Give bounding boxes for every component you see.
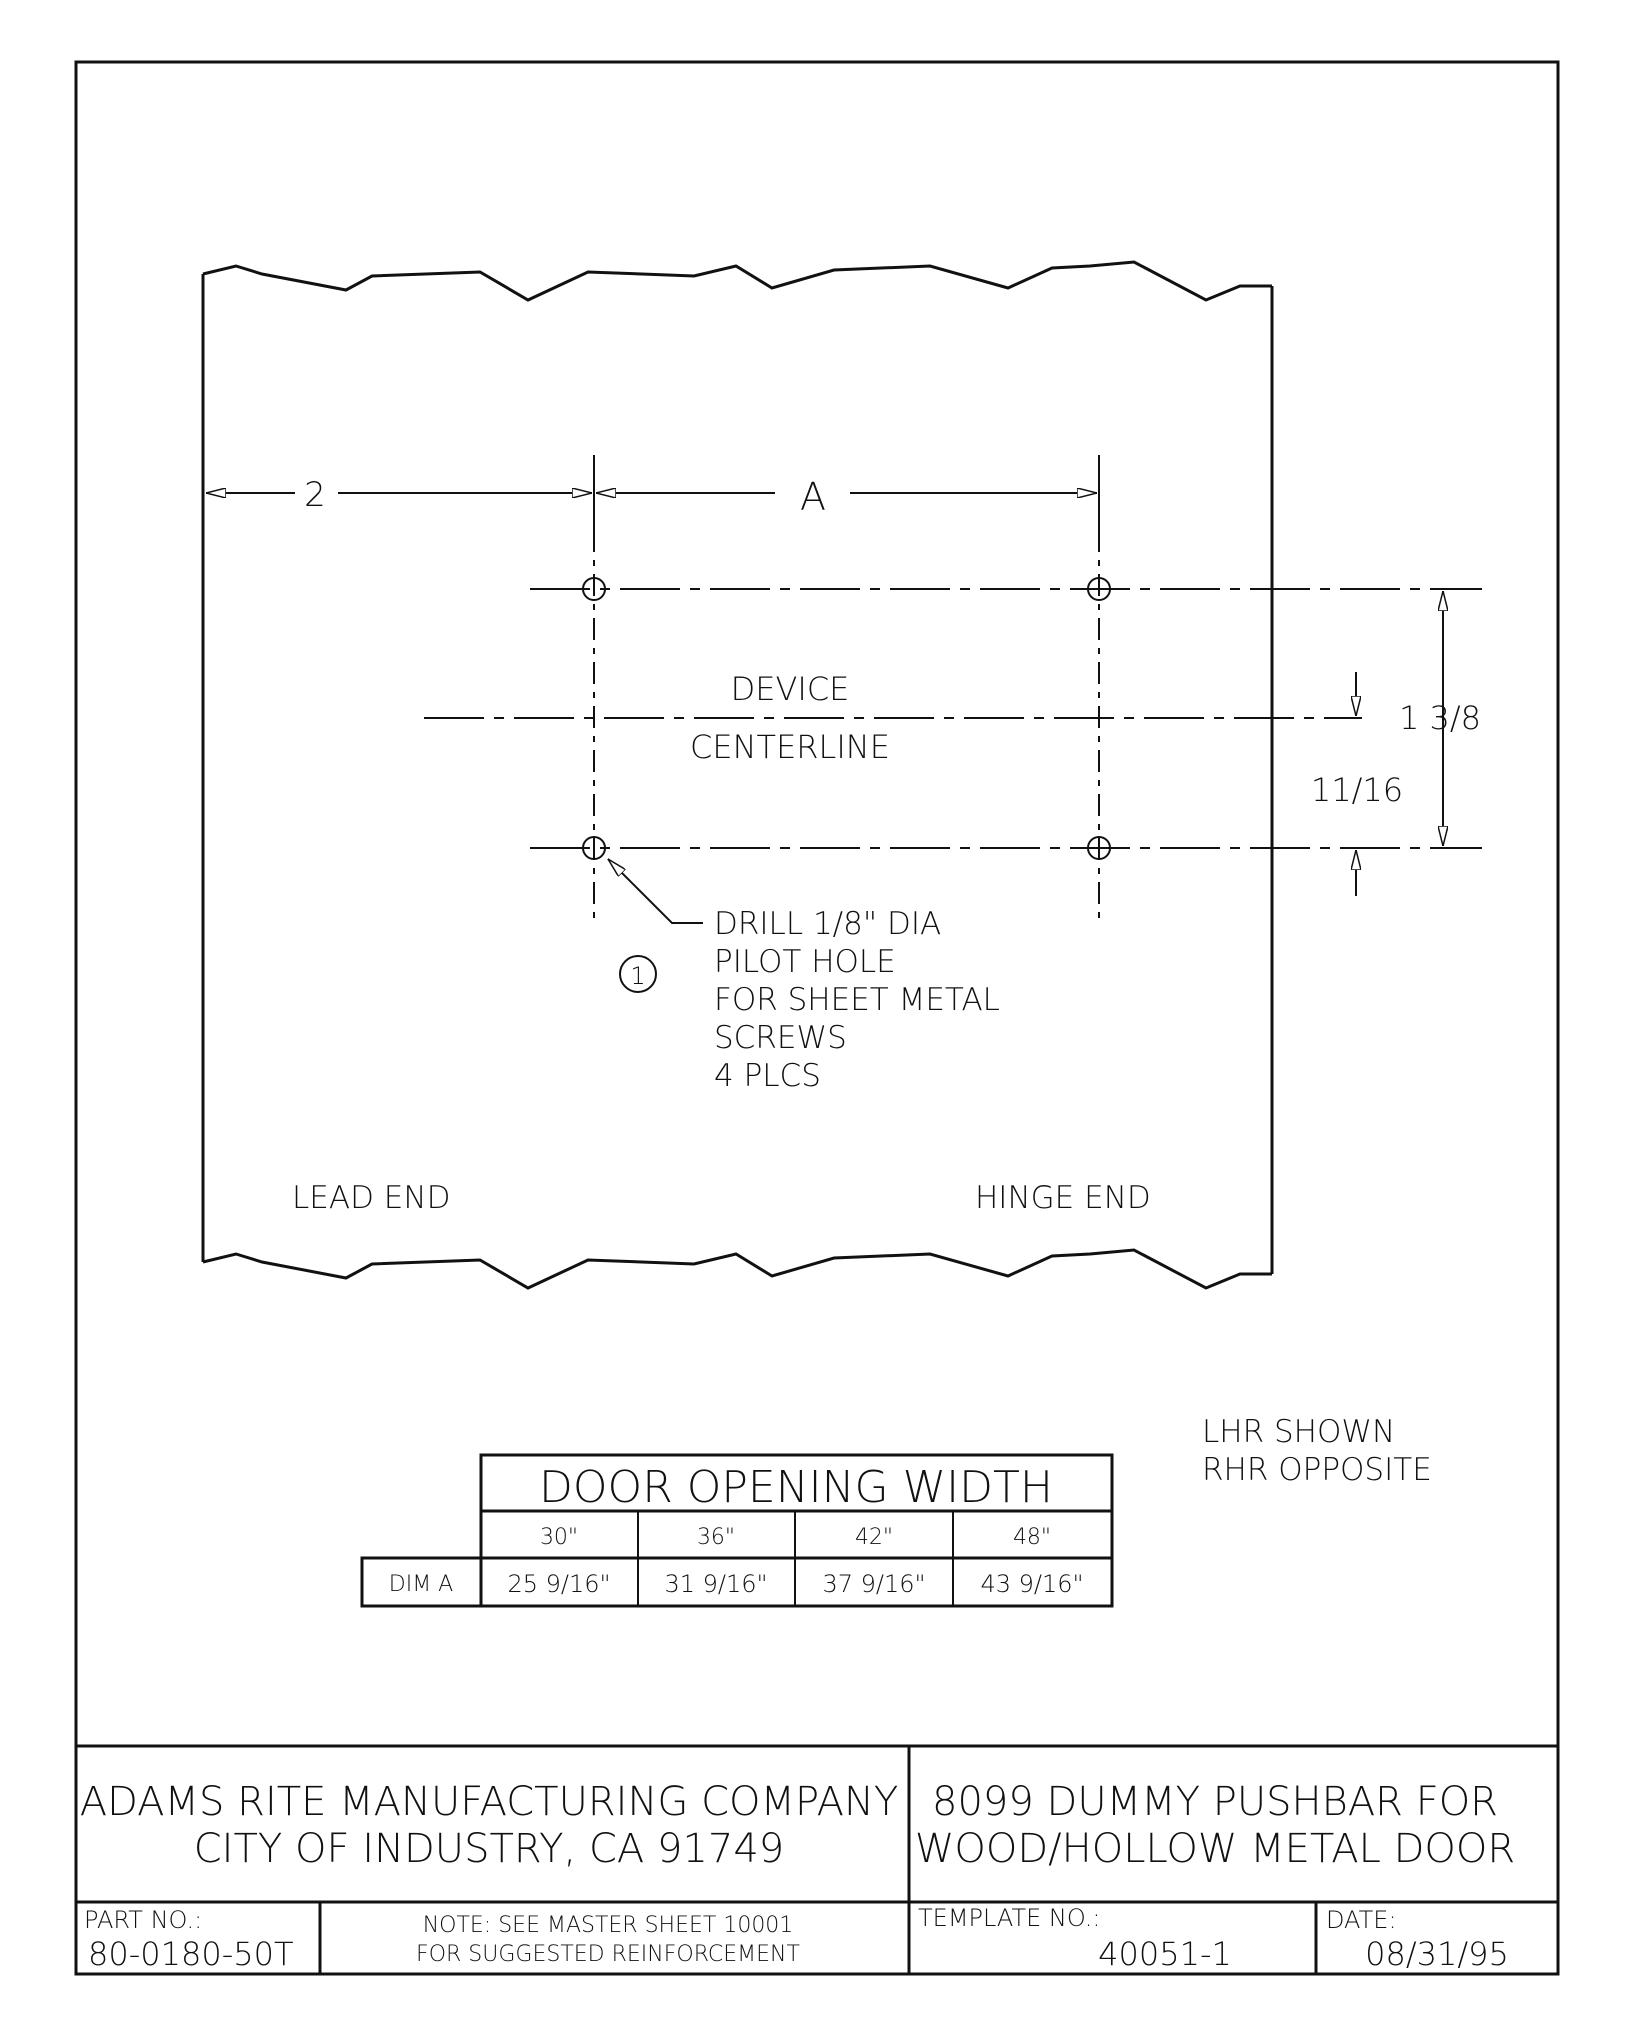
reinforcement-note-1: NOTE: SEE MASTER SHEET 10001 (423, 1913, 794, 1938)
table-col-1: 30" (540, 1525, 578, 1550)
hand-note-line-2: RHR OPPOSITE (1202, 1452, 1432, 1488)
door-opening-table: DOOR OPENING WIDTH 30" 36" 42" 48" DIM A… (360, 1453, 1114, 1608)
table-value-1: 25 9/16" (507, 1570, 610, 1598)
door-outline (201, 260, 1274, 1290)
note-number-circle (619, 955, 657, 993)
title-block: ADAMS RITE MANUFACTURING COMPANY CITY OF… (76, 1744, 1558, 1974)
dim-a-label: A (800, 475, 826, 519)
table-title: DOOR OPENING WIDTH (539, 1462, 1053, 1513)
date-label: DATE: (1326, 1906, 1397, 1934)
dim-vertical-total-label: 1 3/8 (1399, 699, 1481, 737)
hole-top-right (1087, 577, 1111, 601)
sheet-border (74, 60, 1560, 1976)
drill-note: DRILL 1/8" DIA PILOT HOLE FOR SHEET META… (714, 906, 1000, 1094)
template-number-label: TEMPLATE NO.: (918, 1904, 1101, 1932)
dim-vertical-half-label: 11/16 (1311, 771, 1403, 809)
dim-lead-label: 2 (304, 475, 326, 515)
table-col-2: 36" (697, 1525, 735, 1550)
template-number-value: 40051-1 (1098, 1935, 1232, 1973)
hinge-end-label: HINGE END (975, 1180, 1151, 1216)
company-location: CITY OF INDUSTRY, CA 91749 (194, 1826, 785, 1872)
table-col-3: 42" (855, 1525, 893, 1550)
table-row-label: DIM A (389, 1572, 453, 1597)
part-number-value: 80-0180-50T (88, 1935, 294, 1973)
hole-bottom-left (582, 836, 606, 860)
lead-end-label: LEAD END (292, 1180, 450, 1216)
centerline-label-1: DEVICE (731, 670, 850, 708)
table-value-4: 43 9/16" (980, 1570, 1083, 1598)
hand-note-line-1: LHR SHOWN (1202, 1414, 1395, 1450)
table-col-4: 48" (1013, 1525, 1051, 1550)
date-value: 08/31/95 (1365, 1935, 1509, 1973)
drill-note-line-2: PILOT HOLE (714, 944, 896, 980)
note-number: 1 (630, 962, 645, 990)
drill-note-line-3: FOR SHEET METAL (714, 982, 1000, 1018)
table-value-2: 31 9/16" (664, 1570, 767, 1598)
hole-bottom-right (1087, 836, 1111, 860)
reinforcement-note-2: FOR SUGGESTED REINFORCEMENT (416, 1942, 800, 1967)
product-title-2: WOOD/HOLLOW METAL DOOR (915, 1826, 1515, 1872)
table-value-3: 37 9/16" (822, 1570, 925, 1598)
part-number-label: PART NO.: (84, 1906, 202, 1934)
drill-note-line-4: SCREWS (714, 1020, 847, 1056)
company-name: ADAMS RITE MANUFACTURING COMPANY (80, 1779, 899, 1825)
pilot-holes (582, 577, 1111, 860)
centerline-label-2: CENTERLINE (690, 728, 890, 766)
hole-top-left (582, 577, 606, 601)
drill-note-line-1: DRILL 1/8" DIA (714, 906, 941, 942)
drill-note-leader (607, 858, 703, 924)
product-title-1: 8099 DUMMY PUSHBAR FOR (932, 1779, 1498, 1825)
drill-note-line-5: 4 PLCS (714, 1058, 821, 1094)
